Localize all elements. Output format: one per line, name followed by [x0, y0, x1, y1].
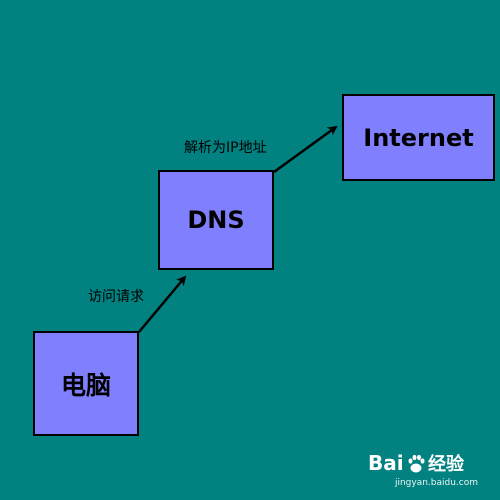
computer-node-label: 电脑	[60, 370, 111, 400]
request-edge-label: 访问请求	[88, 289, 144, 305]
arrow-dns-to-internet	[273, 125, 338, 174]
baidu-logo-icon: Bai 经验	[368, 451, 465, 475]
dns-node-label: DNS	[187, 206, 245, 234]
baidu-jingyan-watermark: Bai 经验 jingyan.baidu.com	[368, 448, 478, 492]
dns-node: DNS	[158, 170, 274, 270]
internet-node: Internet	[342, 94, 495, 181]
svg-text:经验: 经验	[428, 453, 465, 475]
arrow-pc-to-dns	[138, 275, 187, 333]
watermark-url: jingyan.baidu.com	[394, 478, 478, 488]
resolve-edge-label: 解析为IP地址	[184, 140, 267, 156]
internet-node-label: Internet	[363, 123, 474, 152]
svg-text:Bai: Bai	[368, 451, 404, 475]
computer-node: 电脑	[33, 331, 139, 436]
